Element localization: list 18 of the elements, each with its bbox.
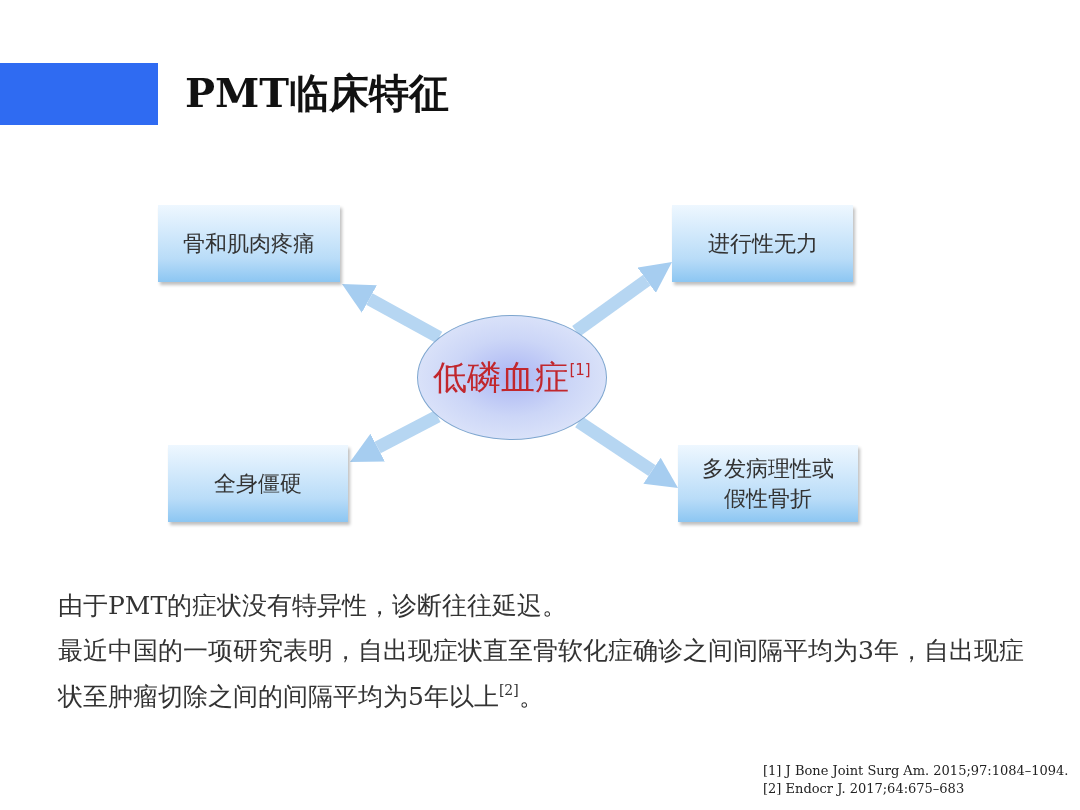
body-text: 最近中国的一项研究表明，自出现症状直至骨软化症确诊之间间隔平均为3年，自出现症状至肿瘤切除之间的间隔平均为5年以上$^{[2]}$。 <box>58 635 1025 713</box>
node-text: 进行性无力 <box>707 229 818 258</box>
arrow <box>575 416 678 488</box>
node-text: 骨和肌肉疼痛 <box>183 229 315 258</box>
arrow <box>350 410 441 462</box>
symptom-box <box>158 205 340 282</box>
reference-text: [2] Endocr J. 2017;64:675–683 <box>763 781 966 798</box>
reference-text: [1] J Bone Joint Surg Am. 2015;97:1084–1094. <box>763 763 1070 780</box>
symptom-box <box>678 445 858 522</box>
symptom-box <box>168 445 348 522</box>
node-text: 全身僵硬 <box>214 469 302 498</box>
body-text: 由于PMT的症状没有特异性，诊断往往延迟。 <box>58 590 569 622</box>
arrow <box>572 262 672 337</box>
slide-title: PMT临床特征 <box>185 68 450 118</box>
node-text: 多发病理性或假性骨折 <box>701 454 835 513</box>
node-text: 低磷血症$^{[1]}$ <box>433 355 591 399</box>
arrow <box>342 284 443 344</box>
symptom-box <box>672 205 853 282</box>
